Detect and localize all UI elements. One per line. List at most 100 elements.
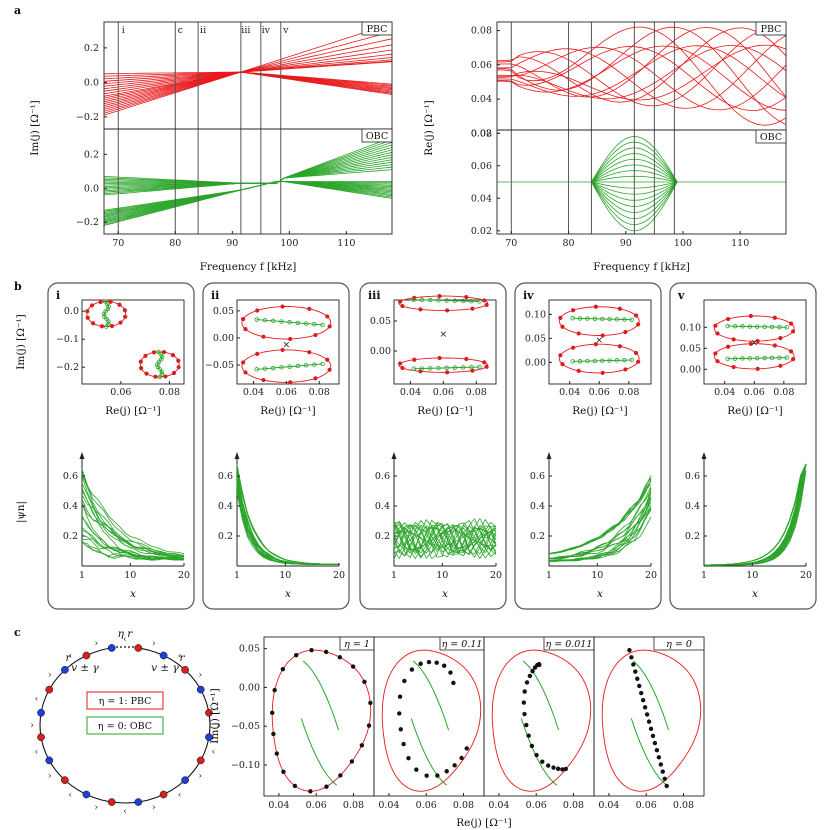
eigenvector-profile-line: [704, 464, 807, 566]
tag-box: [361, 128, 393, 143]
hopping-arrow-icon: ›: [94, 638, 98, 649]
pbc-eigenvalue-dot: [636, 359, 641, 364]
obc-imag-upper-curve: [103, 139, 393, 184]
obc-eigenvalue-ring: [427, 297, 433, 303]
obc-eigenvalue-ring: [303, 363, 309, 368]
pbc-eigenvalue-dot: [240, 360, 246, 365]
y-tick-label: 0.6: [685, 471, 700, 482]
obc-eigenvalue-ring: [270, 318, 276, 324]
y-axis-label: Re(j) [Ω⁻¹]: [423, 100, 435, 156]
eigenvalue-dot: [555, 766, 561, 771]
x-tick-label: 0.06: [416, 800, 437, 811]
eta-tag-label: η = 0.11: [442, 639, 483, 650]
obc-legend-box: [86, 716, 164, 735]
x-axis-label: x: [597, 588, 603, 600]
pbc-eigenvalue-dot: [144, 371, 149, 376]
eigenvalue-dot: [435, 773, 440, 778]
pbc-eigenvalue-dot: [313, 376, 318, 381]
eigenvector-profiles: [703, 463, 807, 566]
x-tick-label: 90: [620, 238, 632, 249]
pbc-eigenvalue-dot: [98, 299, 103, 305]
x-tick-label: 70: [112, 238, 124, 249]
y-tick-label: 0.6: [63, 471, 78, 482]
eigenvector-profiles: [236, 463, 340, 565]
x-tick-label: 0.04: [243, 387, 264, 398]
x-tick-label: 0.08: [466, 387, 487, 398]
y-axis-label: Im(j) [Ω⁻¹]: [209, 688, 221, 744]
pbc-eigenvalue-dot: [558, 315, 563, 320]
curves-real-pbc: [497, 26, 787, 126]
pbc-eigenvalue-dot: [90, 321, 96, 326]
eigenvalue-dot: [368, 700, 373, 706]
pbc-eigenvalue-dot: [778, 335, 783, 341]
x-axis-label: Re(j) [Ω⁻¹]: [260, 405, 316, 417]
y-axis-arrow: [234, 452, 240, 459]
subpanel-box: [359, 282, 507, 610]
pbc-eigenvalue-dot: [633, 313, 639, 318]
pbc-eigenvalue-dot: [791, 357, 796, 362]
pbc-eigenvalue-dot: [163, 374, 168, 379]
hopping-arrow-icon: ‹: [212, 747, 216, 758]
obc-eigenvalue-ring: [287, 364, 292, 369]
obc-arc: [727, 325, 787, 328]
blue-node: [37, 708, 45, 717]
eigenvector-profile-line: [548, 493, 652, 562]
pbc-eigenvalue-dot: [325, 357, 330, 362]
obc-arc: [520, 718, 558, 786]
x-tick-label: 10: [746, 570, 758, 581]
red-node: [107, 798, 116, 806]
eigenvalue-dot: [633, 669, 638, 674]
x-tick-label: 110: [731, 238, 749, 249]
tag-box: [361, 21, 393, 36]
eigenvalue-dot: [459, 755, 464, 761]
eta-frame: [593, 636, 705, 797]
eigenvector-profile-line: [236, 488, 339, 565]
eigenvalue-dot: [366, 723, 372, 728]
x-tick-label: 90: [226, 238, 238, 249]
pbc-legend-label: η = 1: PBC: [99, 696, 152, 707]
y-tick-label: 0.4: [63, 501, 78, 512]
hopping-arrow-icon: ›: [198, 669, 202, 680]
pbc-loop: [381, 649, 482, 792]
eigenvalue-dot: [444, 769, 449, 774]
eigenvector-profile-line: [81, 541, 185, 561]
eigenvalue-dot: [629, 655, 634, 660]
y-tick-label: 0.00: [213, 333, 234, 344]
eigenvalue-dot: [409, 667, 415, 672]
pbc-eigenvalue-dot: [400, 365, 405, 371]
eigenvalue-dot: [274, 751, 280, 756]
y-tick-label: 0.4: [685, 501, 700, 512]
obc-eigenvalue-ring: [102, 299, 108, 304]
eigenvalue-dot: [529, 743, 535, 749]
eigenvector-profile-line: [703, 463, 807, 566]
eigenvalue-dot: [662, 776, 667, 781]
x-tick-label: 80: [562, 238, 574, 249]
pbc-eigenvalue-dot: [109, 323, 115, 329]
eigenvalue-dot: [524, 680, 530, 685]
subpanel-label: i: [56, 289, 60, 302]
subplot-imag-obc: OBC−0.20.00.2: [76, 128, 393, 235]
marker-label: ii: [200, 25, 206, 36]
y-axis-arrow: [546, 452, 552, 459]
marker-label: iii: [241, 25, 250, 36]
marker-label: i: [122, 25, 125, 36]
pbc-eigenvalue-dot: [772, 343, 777, 348]
eigenvalue-dot: [658, 762, 664, 767]
obc-arc: [572, 317, 632, 321]
obc-eigenvalue-ring: [755, 324, 760, 329]
complex-plane-frame: [548, 299, 652, 385]
pbc-eigenvalue-dot: [778, 363, 783, 368]
eigenvector-profile-line: [236, 480, 339, 565]
x-axis-label: x: [442, 588, 448, 600]
pbc-eigenvalue-dot: [445, 370, 450, 375]
complex-plane-frame: [393, 299, 497, 385]
ring-r-right: r: [179, 652, 185, 664]
y-tick-label: 0.00: [370, 346, 391, 357]
pbc-real-curve: [497, 46, 787, 111]
obc-eigenvalue-ring: [477, 299, 482, 304]
hopping-arrow-icon: ›: [48, 771, 52, 782]
